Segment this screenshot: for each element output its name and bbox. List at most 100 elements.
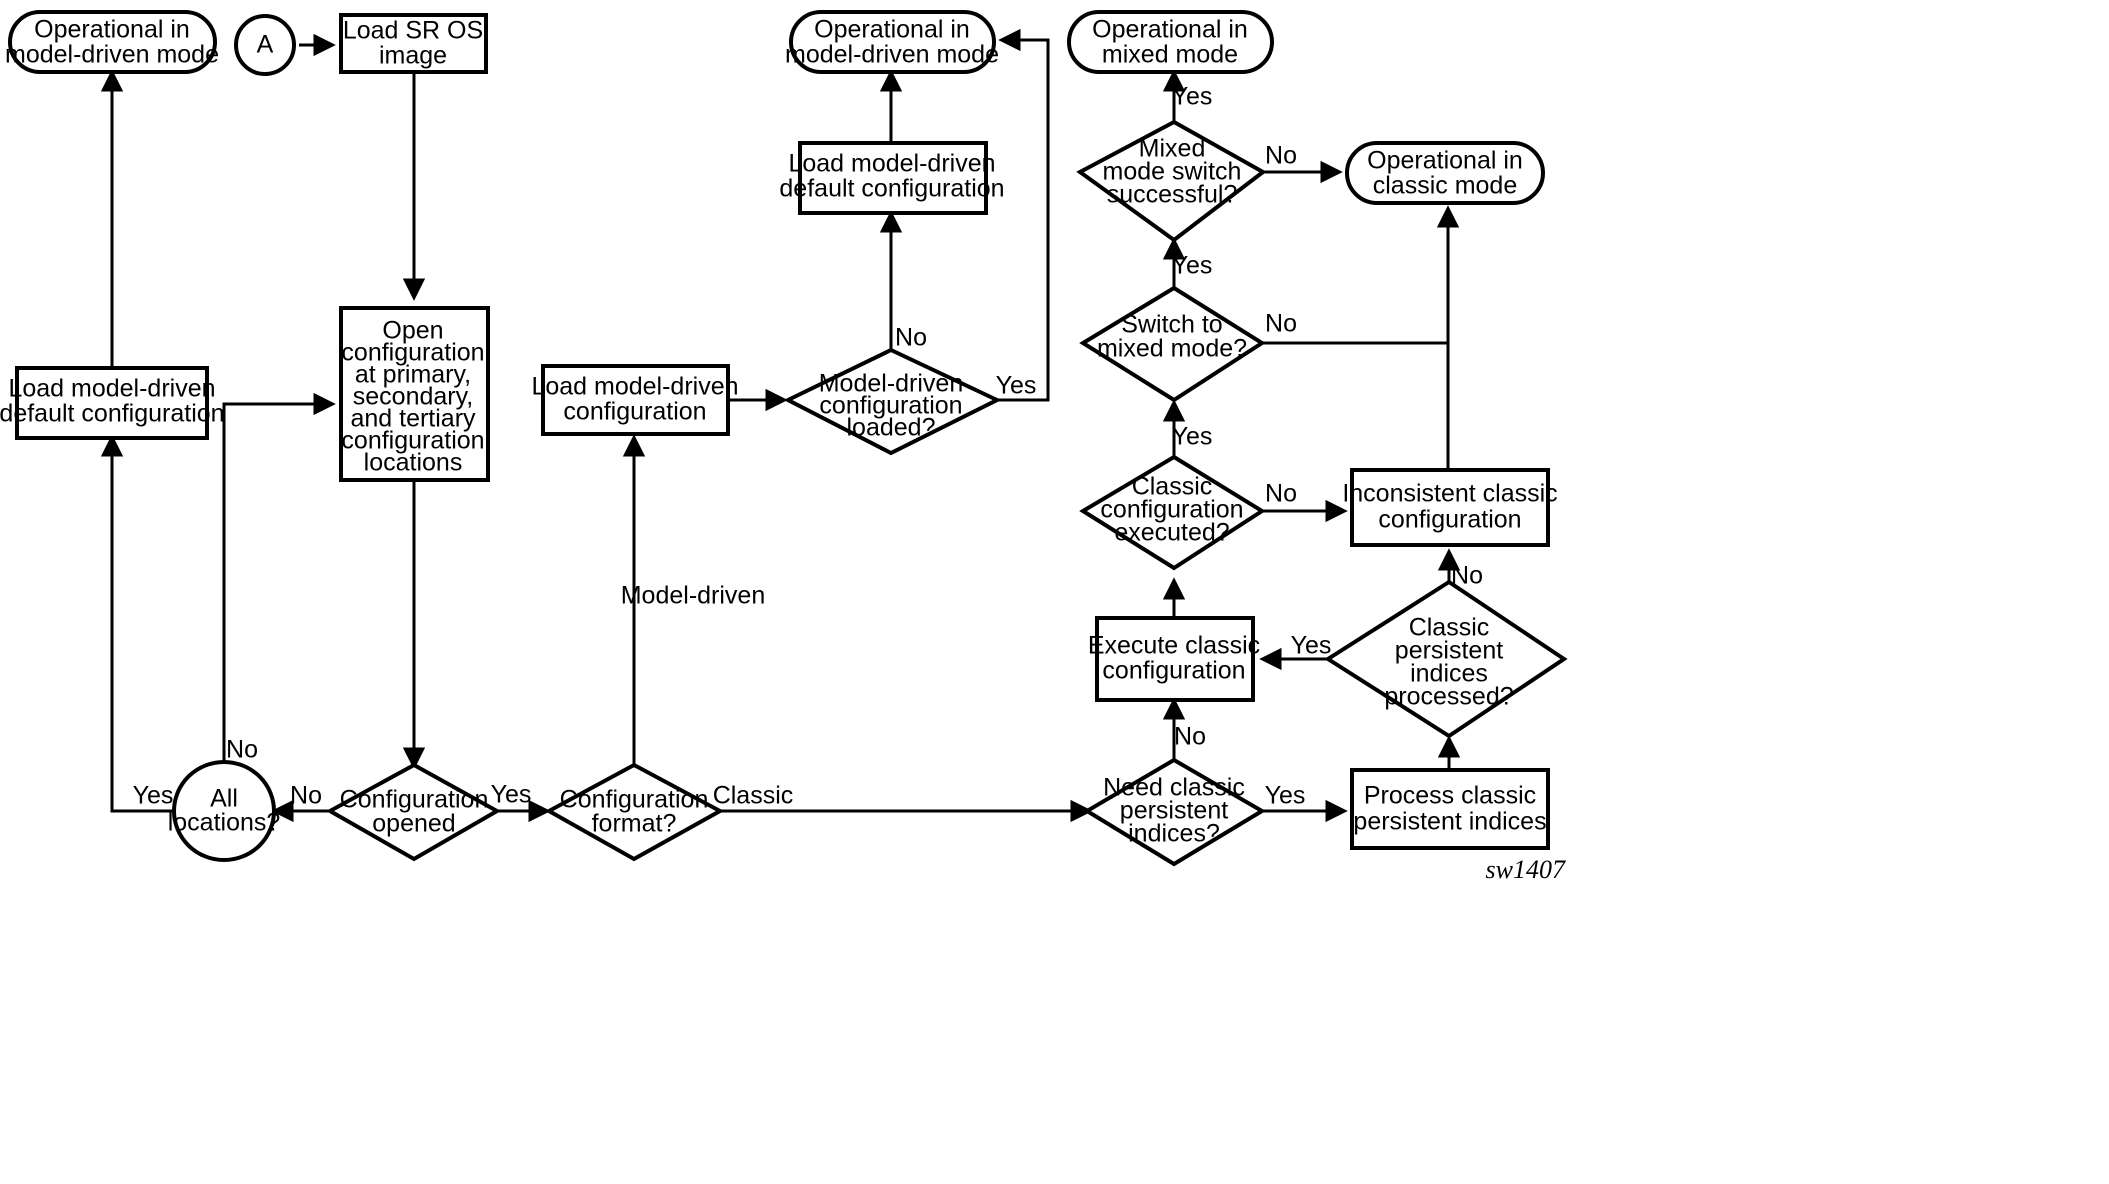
edge-label-all-locations-no: No (226, 736, 258, 764)
decision-shape (1083, 757, 1266, 867)
edge-md-loaded-yes-to-operational-md-mid (997, 28, 1050, 402)
edge-label-need-indices-yes: Yes (1265, 782, 1306, 810)
edge-label-switch-mixed-no: No (1265, 310, 1297, 338)
node-label-line2: mode switch (1103, 158, 1242, 186)
node-load-sr-os-image[interactable]: Load SR OS image (339, 13, 488, 74)
node-switch-to-mixed-mode[interactable]: Switch to mixed mode? (1079, 285, 1266, 403)
node-label-line2: format? (592, 810, 677, 838)
node-label-line1: Open (382, 317, 443, 345)
edge-label-switch-mixed-yes: Yes (1172, 252, 1213, 280)
node-label-line3: indices (1410, 660, 1488, 688)
edge-label-md-loaded-no: No (895, 324, 927, 352)
decision-shape (325, 762, 502, 862)
node-connector-a[interactable]: A (234, 14, 296, 76)
node-label-line2: mixed mode (1102, 41, 1238, 69)
node-label-line1: Operational in (1367, 147, 1523, 175)
node-classic-configuration-executed[interactable]: Classic configuration executed? (1079, 454, 1266, 571)
edge-label-config-format-classic: Classic (713, 782, 794, 810)
process-shape (339, 306, 490, 482)
connector-circle-shape (234, 14, 296, 76)
node-label-line1: Mixed (1139, 135, 1206, 163)
node-classic-persistent-indices-processed[interactable]: Classic persistent indices processed? (1324, 579, 1568, 739)
edge-label-need-indices-no: No (1174, 723, 1206, 751)
node-all-locations[interactable]: All locations? (168, 760, 281, 862)
node-label-line2: configuration (341, 339, 484, 367)
node-label-line2: mixed mode? (1097, 335, 1247, 363)
edge-label-classic-executed-no: No (1265, 480, 1297, 508)
node-need-classic-persistent-indices[interactable]: Need classic persistent indices? (1083, 757, 1266, 867)
node-mixed-mode-switch-successful[interactable]: Mixed mode switch successful? (1076, 119, 1267, 243)
terminator-shape (1345, 141, 1545, 205)
node-label-line7: locations (364, 449, 463, 477)
node-label-line2: classic mode (1373, 172, 1518, 200)
node-label-line2: default configuration (0, 400, 225, 428)
process-shape (798, 141, 988, 215)
edges-layer: All locations? --> up and into Open conf… (100, 28, 1461, 823)
node-configuration-opened[interactable]: Configuration opened (325, 762, 502, 862)
node-load-model-driven-default-config-left[interactable]: Load model-driven default configuration (0, 366, 225, 440)
edge-label-md-loaded-yes: Yes (996, 372, 1037, 400)
node-label-line1: Operational in (1092, 16, 1248, 44)
node-label-line2: model-driven mode (785, 41, 999, 69)
node-operational-classic-mode[interactable]: Operational in classic mode (1345, 141, 1545, 205)
node-label-line2: locations? (168, 809, 281, 837)
node-label-line2: configuration (819, 392, 962, 420)
node-label-line1: Configuration (340, 786, 489, 814)
node-inconsistent-classic-configuration[interactable]: Inconsistent classic configuration (1342, 468, 1558, 547)
node-label-line6: configuration (341, 427, 484, 455)
node-label-line3: loaded? (847, 414, 936, 442)
node-operational-model-driven-mid[interactable]: Operational in model-driven mode (785, 10, 999, 74)
edge-label-config-opened-no: No (290, 782, 322, 810)
node-operational-mixed-mode[interactable]: Operational in mixed mode (1067, 10, 1274, 74)
node-execute-classic-configuration[interactable]: Execute classic configuration (1088, 616, 1260, 702)
node-label-line2: persistent (1395, 637, 1503, 665)
node-label-line3: successful? (1107, 181, 1238, 209)
process-shape (1350, 768, 1550, 850)
figure-id-label: sw1407 (1486, 855, 1566, 884)
node-open-configuration[interactable]: Open configuration at primary, secondary… (339, 306, 490, 482)
node-label-line1: Operational in (814, 16, 970, 44)
node-label-line1: Process classic (1364, 782, 1536, 810)
node-operational-model-driven-left[interactable]: Operational in model-driven mode (5, 10, 219, 74)
node-label-line1: Load SR OS (343, 17, 483, 45)
node-model-driven-config-loaded[interactable]: Model-driven configuration loaded? (783, 347, 1002, 456)
edge-labels-layer: No Yes No Yes Model-driven Classic No Ye… (133, 83, 1483, 810)
process-shape (1350, 468, 1550, 547)
node-label-line2: opened (372, 810, 455, 838)
node-label-line2: configuration (1100, 496, 1243, 524)
edge-all-locations-no-to-open-config (222, 392, 336, 762)
edge-label-mixed-switch-no: No (1265, 142, 1297, 170)
decision-shape (1079, 454, 1266, 571)
edge-label-indices-processed-yes: Yes (1291, 632, 1332, 660)
process-shape (15, 366, 209, 440)
node-label-line1: Inconsistent classic (1342, 480, 1557, 508)
edge-label-config-format-model-driven: Model-driven (621, 582, 766, 610)
edge-label-all-locations-yes: Yes (133, 782, 174, 810)
node-label-line1: Load model-driven (788, 150, 995, 178)
node-label-line4: secondary, (353, 383, 473, 411)
node-label-a: A (257, 31, 274, 59)
node-load-model-driven-configuration[interactable]: Load model-driven configuration (531, 364, 739, 436)
node-configuration-format[interactable]: Configuration format? (544, 762, 725, 862)
node-label-line5: and tertiary (350, 405, 476, 433)
node-label-line3: executed? (1114, 519, 1229, 547)
node-load-model-driven-default-config-mid[interactable]: Load model-driven default configuration (779, 141, 1005, 215)
node-label-line1: Switch to (1121, 311, 1222, 339)
decision-shape (1079, 285, 1266, 403)
node-process-classic-persistent-indices[interactable]: Process classic persistent indices (1350, 768, 1550, 850)
terminator-shape (789, 10, 996, 74)
edge-all-locations-yes-to-load-default-left (100, 434, 174, 813)
node-label-line1: Classic (1132, 473, 1213, 501)
node-label-line2: model-driven mode (5, 41, 219, 69)
edge-label-mixed-switch-yes: Yes (1172, 83, 1213, 111)
node-label-line1: Classic (1409, 614, 1490, 642)
node-label-line1: All (210, 785, 238, 813)
node-label-line2: persistent (1120, 797, 1228, 825)
decision-shape (1076, 119, 1267, 243)
decision-shape (544, 762, 725, 862)
process-shape (541, 364, 730, 436)
node-label-line1: Load model-driven (8, 375, 215, 403)
node-label-line2: persistent indices (1353, 808, 1546, 836)
decision-shape (783, 347, 1002, 456)
